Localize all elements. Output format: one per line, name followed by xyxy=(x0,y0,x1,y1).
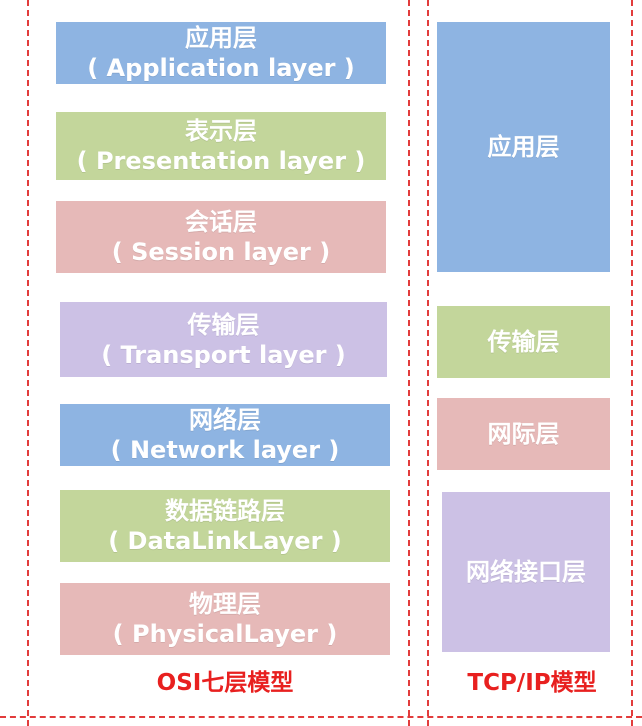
osi-model-caption: OSI七层模型 xyxy=(156,670,294,696)
left-dashed-border xyxy=(27,0,29,726)
tcpip-layer-application: 应用层 xyxy=(437,22,610,272)
osi-layer-english: ( Application layer ) xyxy=(87,54,355,82)
osi-layer-datalink: 数据链路层 ( DataLinkLayer ) xyxy=(60,490,390,562)
osi-layer-english: ( DataLinkLayer ) xyxy=(108,527,342,555)
tcpip-model-caption: TCP/IP模型 xyxy=(467,670,597,696)
tcpip-left-dashed-border xyxy=(427,0,429,726)
osi-layer-transport: 传输层 ( Transport layer ) xyxy=(60,302,387,377)
osi-layer-english: ( Transport layer ) xyxy=(101,340,346,369)
osi-layer-name: 数据链路层 xyxy=(165,497,285,525)
osi-layer-name: 物理层 xyxy=(189,590,261,618)
osi-layer-name: 表示层 xyxy=(185,117,257,145)
osi-layer-name: 应用层 xyxy=(185,24,257,52)
tcpip-layer-name: 网际层 xyxy=(487,420,560,448)
osi-layer-network: 网络层 ( Network layer ) xyxy=(60,404,390,466)
osi-layer-physical: 物理层 ( PhysicalLayer ) xyxy=(60,583,390,655)
osi-layer-name: 网络层 xyxy=(189,406,261,434)
osi-layer-english: ( Presentation layer ) xyxy=(76,147,366,175)
middle-dashed-border xyxy=(408,0,410,726)
osi-layer-session: 会话层 ( Session layer ) xyxy=(56,201,386,273)
osi-layer-presentation: 表示层 ( Presentation layer ) xyxy=(56,112,386,180)
tcpip-layer-name: 网络接口层 xyxy=(466,558,586,586)
tcpip-layer-network-interface: 网络接口层 xyxy=(442,492,610,652)
osi-layer-english: ( Session layer ) xyxy=(111,238,331,266)
osi-layer-name: 会话层 xyxy=(185,208,257,236)
tcpip-layer-name: 传输层 xyxy=(487,328,560,356)
right-dashed-border xyxy=(631,0,633,726)
osi-layer-english: ( Network layer ) xyxy=(110,436,340,464)
osi-layer-application: 应用层 ( Application layer ) xyxy=(56,22,386,84)
osi-layer-name: 传输层 xyxy=(187,310,260,339)
tcpip-layer-name: 应用层 xyxy=(487,133,560,161)
osi-layer-english: ( PhysicalLayer ) xyxy=(112,620,338,648)
tcpip-layer-internet: 网际层 xyxy=(437,398,610,470)
bottom-dashed-border xyxy=(0,716,642,718)
tcpip-layer-transport: 传输层 xyxy=(437,306,610,378)
